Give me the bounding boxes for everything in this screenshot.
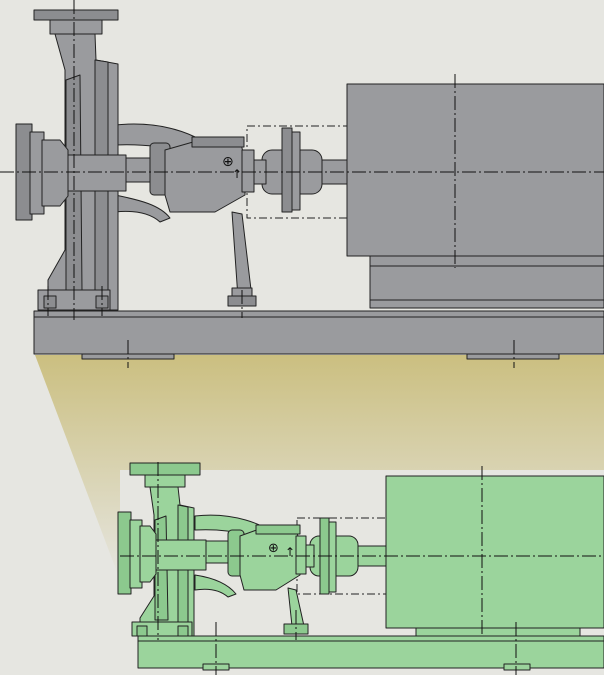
coupling [251,127,348,213]
rotation-symbol: ⊕ [222,154,234,170]
direction-arrow-symbol: ↑ [232,167,242,181]
electric-motor [385,475,604,637]
pump-unit-green: ⊕ ↑ [117,462,604,675]
rotation-symbol: ⊕ [268,541,279,556]
centerlines [0,0,604,368]
bearing-bracket [194,514,309,635]
projection-band [35,355,604,580]
bearing-bracket [114,123,257,307]
centerlines [120,462,604,675]
base-frame [137,635,604,671]
base-frame [33,310,604,360]
pump-volute-casing [117,462,207,637]
pump-unit-grey: ⊕ ↑ [0,0,604,368]
direction-arrow-symbol: ↑ [285,545,295,559]
pump-volute-casing [15,9,127,311]
electric-motor [346,83,604,309]
